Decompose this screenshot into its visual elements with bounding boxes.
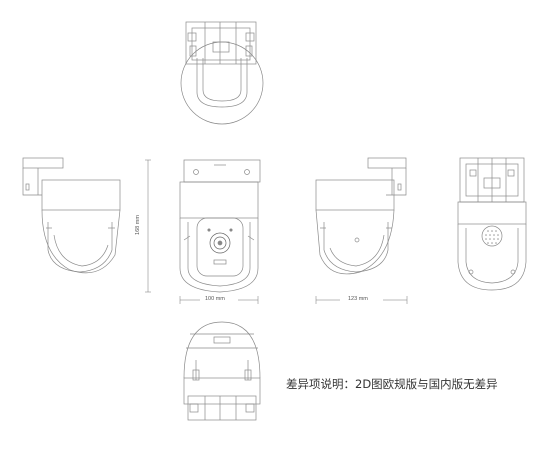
top-view (180, 21, 264, 125)
depth-dimension-label: 123 mm (348, 296, 368, 302)
left-side-view (22, 157, 121, 274)
difference-note: 差异项说明：2D图欧规版与国内版无差异 (286, 377, 498, 391)
front-view (179, 159, 261, 293)
speaker-grille (485, 230, 499, 244)
right-side-view (315, 157, 407, 275)
height-dimension-label: 168 mm (134, 215, 141, 235)
width-dimension-label: 100 mm (205, 296, 225, 302)
back-view (457, 157, 527, 291)
dimension-lines (145, 159, 408, 304)
bottom-view (183, 321, 261, 421)
